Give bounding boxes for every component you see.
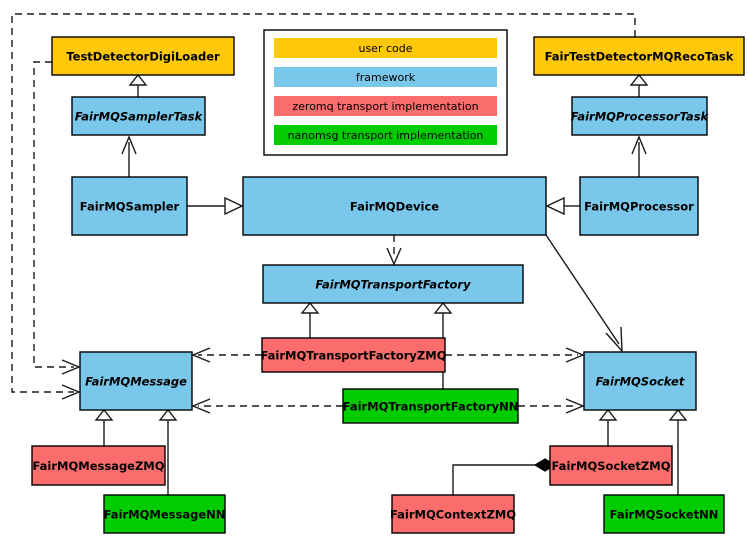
- legend-layer: user code framework zeromq transport imple…: [263, 29, 508, 156]
- class-box: [103, 494, 226, 534]
- arrowhead-device-transportfactory: [386, 247, 402, 266]
- arrowhead-tfnn-message: [191, 398, 211, 414]
- edge-device-to-socket: [545, 234, 620, 345]
- class-node-FairMQSocketNN[interactable]: FairMQSocketNN: [603, 494, 725, 534]
- legend-label: zeromq transport implementation: [292, 100, 478, 113]
- class-name-label: FairMQTransportFactoryNN: [343, 400, 519, 414]
- class-name-label: FairMQSampler: [80, 200, 180, 214]
- class-name-label: FairMQTransportFactoryZMQ: [260, 349, 446, 363]
- node-layer: TestDetectorDigiLoader FairTestDetectorMQ…: [31, 36, 745, 534]
- class-box: [79, 351, 193, 411]
- arrowhead-digiloader-message: [61, 359, 81, 375]
- class-name-label: FairMQMessage: [85, 375, 187, 389]
- class-node-FairMQSocketZMQ[interactable]: FairMQSocketZMQ: [549, 445, 673, 486]
- class-box: [342, 388, 519, 424]
- class-name-label: FairMQProcessor: [584, 200, 694, 214]
- class-name-label: FairMQDevice: [350, 200, 439, 214]
- arrowhead-tfnn-tf: [433, 301, 453, 314]
- class-box: [262, 264, 524, 304]
- class-name-label: FairMQSocket: [596, 375, 685, 389]
- class-name-label: FairMQTransportFactory: [315, 278, 471, 292]
- class-box: [391, 494, 515, 534]
- legend-label: framework: [356, 71, 416, 84]
- class-name-label: FairMQSamplerTask: [75, 110, 204, 124]
- edge-digiloader-to-message: [33, 61, 74, 368]
- class-box: [51, 36, 235, 76]
- legend-item-0: user code: [274, 38, 497, 58]
- class-box: [71, 96, 206, 136]
- legend-item-3: nanomsg transport implementation: [274, 125, 497, 145]
- class-node-FairMQTransportFactoryZMQ[interactable]: FairMQTransportFactoryZMQ: [260, 337, 447, 373]
- class-name-label: TestDetectorDigiLoader: [66, 50, 220, 64]
- class-box: [549, 445, 673, 486]
- class-node-FairTestDetectorMQRecoTask[interactable]: FairTestDetectorMQRecoTask: [533, 36, 745, 76]
- arrowhead-tfzmq-tf: [300, 301, 320, 314]
- class-node-FairMQSamplerTask[interactable]: FairMQSamplerTask: [71, 96, 206, 136]
- class-box: [242, 176, 547, 236]
- class-node-FairMQSampler[interactable]: FairMQSampler: [71, 176, 188, 236]
- class-name-label: FairMQSocketZMQ: [552, 459, 671, 473]
- legend-swatch: [274, 125, 497, 145]
- arrowhead-messagenn-message: [158, 408, 178, 421]
- legend-swatch: [274, 38, 497, 58]
- class-box: [603, 494, 725, 534]
- class-box: [533, 36, 745, 76]
- legend-swatch: [274, 67, 497, 87]
- class-name-label: FairMQMessageNN: [104, 508, 226, 522]
- class-node-FairMQMessageZMQ[interactable]: FairMQMessageZMQ: [31, 445, 166, 486]
- arrowhead-samplertask-digiloader: [128, 73, 148, 86]
- legend-swatch: [274, 96, 497, 116]
- class-node-FairMQMessage[interactable]: FairMQMessage: [79, 351, 193, 411]
- class-box: [261, 337, 446, 373]
- class-node-FairMQTransportFactoryNN[interactable]: FairMQTransportFactoryNN: [342, 388, 519, 424]
- arrowhead-messagezmq-message: [94, 408, 114, 421]
- class-node-FairMQProcessor[interactable]: FairMQProcessor: [579, 176, 699, 236]
- edge-recotask-to-message: [11, 13, 636, 393]
- arrowhead-processor-device: [545, 196, 565, 216]
- class-node-FairMQMessageNN[interactable]: FairMQMessageNN: [103, 494, 226, 534]
- class-name-label: FairTestDetectorMQRecoTask: [545, 50, 734, 64]
- edge-layer: [11, 13, 688, 495]
- edge-contextzmq-to-socketzmq: [452, 464, 535, 495]
- arrowhead-tfzmq-message: [191, 347, 211, 363]
- class-box: [71, 176, 188, 236]
- arrowhead-sampler-device: [224, 196, 244, 216]
- legend-item-1: framework: [274, 67, 497, 87]
- class-box: [579, 176, 699, 236]
- legend-label: user code: [358, 42, 412, 55]
- legend-item-2: zeromq transport implementation: [274, 96, 497, 116]
- class-node-FairMQProcessorTask[interactable]: FairMQProcessorTask: [571, 96, 710, 136]
- class-node-FairMQTransportFactory[interactable]: FairMQTransportFactory: [262, 264, 524, 304]
- class-name-label: FairMQProcessorTask: [571, 110, 710, 124]
- class-node-FairMQContextZMQ[interactable]: FairMQContextZMQ: [390, 494, 516, 534]
- class-box: [571, 96, 708, 136]
- arrowhead-processor-processortask: [631, 135, 647, 155]
- arrowhead-socketnn-socket: [668, 408, 688, 421]
- arrowhead-device-socket: [605, 326, 623, 353]
- class-name-label: FairMQSocketNN: [610, 508, 719, 522]
- class-name-label: FairMQMessageZMQ: [32, 459, 164, 473]
- class-node-TestDetectorDigiLoader[interactable]: TestDetectorDigiLoader: [51, 36, 235, 76]
- arrowhead-processortask-recotask: [629, 73, 649, 86]
- arrowhead-sampler-samplertask: [121, 135, 137, 155]
- class-node-FairMQSocket[interactable]: FairMQSocket: [583, 351, 697, 411]
- arrowhead-socketzmq-socket: [598, 408, 618, 421]
- class-node-FairMQDevice[interactable]: FairMQDevice: [242, 176, 547, 236]
- class-name-label: FairMQContextZMQ: [390, 508, 516, 522]
- legend-label: nanomsg transport implementation: [288, 129, 484, 142]
- arrowhead-tfzmq-socket: [565, 347, 585, 363]
- class-box: [583, 351, 697, 411]
- legend-items: user code framework zeromq transport imple…: [274, 38, 497, 145]
- arrowhead-tfnn-socket: [565, 398, 585, 414]
- class-box: [31, 445, 166, 486]
- arrowhead-recotask-message: [61, 384, 81, 400]
